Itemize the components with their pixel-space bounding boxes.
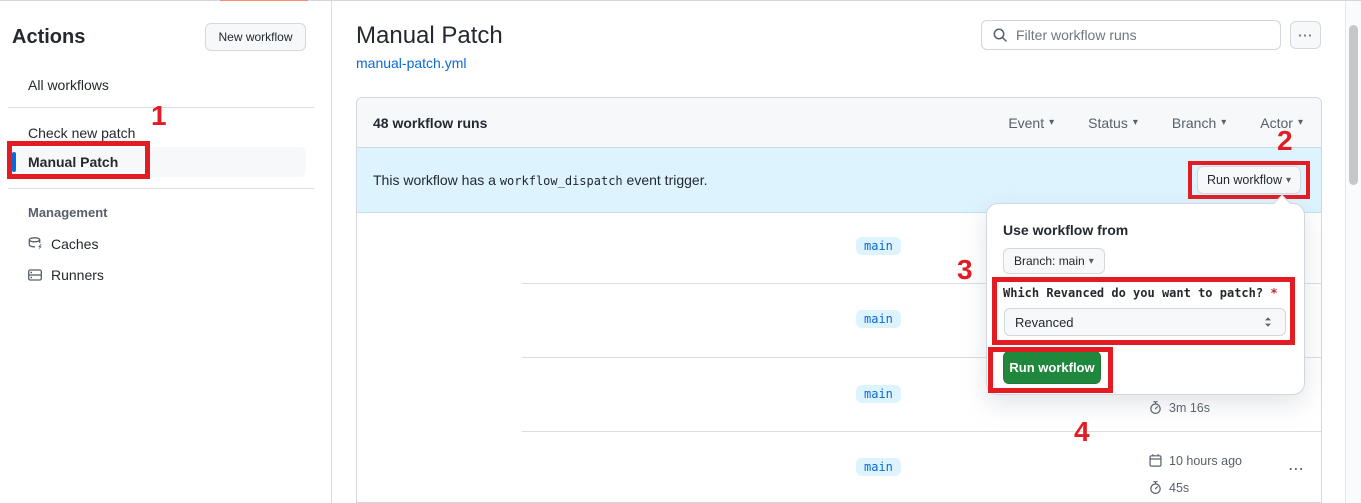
new-workflow-button[interactable]: New workflow xyxy=(205,23,306,51)
runners-server-icon xyxy=(27,267,43,283)
sidebar-item-check-new-patch[interactable]: Check new patch xyxy=(28,125,136,141)
sidebar-item-manual-patch[interactable]: Manual Patch xyxy=(28,154,119,170)
top-nav-border xyxy=(0,0,1361,1)
sidebar-item-caches[interactable]: Caches xyxy=(27,236,98,252)
caret-down-icon: ▾ xyxy=(1221,117,1227,128)
actions-sidebar: Actions New workflow All workflows Check… xyxy=(0,1,332,503)
filter-workflow-runs-input[interactable] xyxy=(1016,27,1270,43)
sidebar-item-runners[interactable]: Runners xyxy=(27,267,104,283)
run-duration: 45s xyxy=(1148,480,1189,495)
caret-down-icon: ▾ xyxy=(1049,117,1055,128)
row-divider xyxy=(522,283,1321,284)
dialog-input-label: Which Revanced do you want to patch? * xyxy=(1003,286,1278,300)
branch-badge[interactable]: main xyxy=(856,237,901,255)
filter-event[interactable]: Event ▾ xyxy=(1008,114,1055,131)
scrollbar-thumb[interactable] xyxy=(1349,25,1358,185)
filter-actor[interactable]: Actor ▾ xyxy=(1260,114,1303,131)
run-workflow-submit-button[interactable]: Run workflow xyxy=(1003,351,1101,384)
filter-status[interactable]: Status ▾ xyxy=(1088,114,1138,131)
run-duration: 3m 16s xyxy=(1148,400,1210,415)
branch-badge[interactable]: main xyxy=(856,458,901,476)
caret-down-icon: ▾ xyxy=(1286,174,1292,186)
revanced-select[interactable]: Revanced xyxy=(1004,308,1286,336)
banner-text: This workflow has a workflow_dispatch ev… xyxy=(373,172,708,188)
sidebar-item-label: Caches xyxy=(51,236,99,252)
sidebar-selected-highlight xyxy=(10,147,306,177)
workflow-run-row[interactable]: main xyxy=(357,283,1321,357)
sidebar-item-label: Runners xyxy=(51,267,104,283)
filter-branch[interactable]: Branch ▾ xyxy=(1171,114,1227,131)
branch-badge[interactable]: main xyxy=(856,310,901,328)
sidebar-divider xyxy=(8,107,314,108)
branch-badge[interactable]: main xyxy=(856,385,901,403)
workflow-run-row[interactable]: main 3m 16s xyxy=(357,357,1321,431)
sidebar-item-all-workflows[interactable]: All workflows xyxy=(28,77,109,93)
run-workflow-dialog: Use workflow from Branch: main ▾ Which R… xyxy=(986,194,1305,395)
code-workflow-dispatch: workflow_dispatch xyxy=(499,174,623,188)
sidebar-selected-accent-bar xyxy=(12,152,16,172)
filter-workflow-runs-box xyxy=(981,20,1281,50)
workflow-run-row[interactable]: main xyxy=(357,213,1321,283)
page-title: Manual Patch xyxy=(356,22,503,49)
select-updown-icon xyxy=(1261,315,1275,329)
sidebar-divider xyxy=(8,188,314,189)
workflow-run-row[interactable]: main 10 hours ago xyxy=(357,431,1321,503)
workflow-options-kebab-button[interactable]: ⋯ xyxy=(1290,21,1321,49)
caret-down-icon: ▾ xyxy=(1132,117,1138,128)
annotation-number-4: 4 xyxy=(1074,416,1090,447)
branch-selector-button[interactable]: Branch: main ▾ xyxy=(1003,248,1105,274)
annotation-number-2: 2 xyxy=(1277,125,1293,156)
kebab-icon: ⋯ xyxy=(1288,461,1305,478)
runs-card-header: 48 workflow runs Event ▾ Status ▾ Branch… xyxy=(357,98,1321,148)
row-divider xyxy=(522,431,1321,432)
management-section-label: Management xyxy=(28,205,108,220)
caret-down-icon: ▾ xyxy=(1088,255,1094,267)
workflow-file-link[interactable]: manual-patch.yml xyxy=(356,55,467,71)
row-divider xyxy=(522,357,1321,358)
kebab-icon: ⋯ xyxy=(1297,27,1314,44)
dialog-heading: Use workflow from xyxy=(1003,222,1129,238)
calendar-icon xyxy=(1148,453,1163,468)
run-workflow-dropdown-button[interactable]: Run workflow ▾ xyxy=(1197,166,1301,194)
stopwatch-icon xyxy=(1148,480,1163,495)
workflow-runs-count: 48 workflow runs xyxy=(373,114,488,131)
stopwatch-icon xyxy=(1148,400,1163,415)
sidebar-title: Actions xyxy=(12,26,86,48)
workflow-dispatch-banner: This workflow has a workflow_dispatch ev… xyxy=(357,148,1321,213)
run-row-kebab-button[interactable]: ⋯ xyxy=(1282,457,1311,481)
annotation-number-3: 3 xyxy=(957,254,973,285)
runs-filters: Event ▾ Status ▾ Branch ▾ Actor ▾ xyxy=(1008,115,1303,131)
caret-down-icon: ▾ xyxy=(1297,117,1303,128)
cache-database-icon xyxy=(27,236,43,252)
required-asterisk: * xyxy=(1270,286,1278,300)
search-icon xyxy=(992,27,1008,43)
annotation-number-1: 1 xyxy=(151,100,167,131)
run-time-ago: 10 hours ago xyxy=(1148,453,1242,468)
